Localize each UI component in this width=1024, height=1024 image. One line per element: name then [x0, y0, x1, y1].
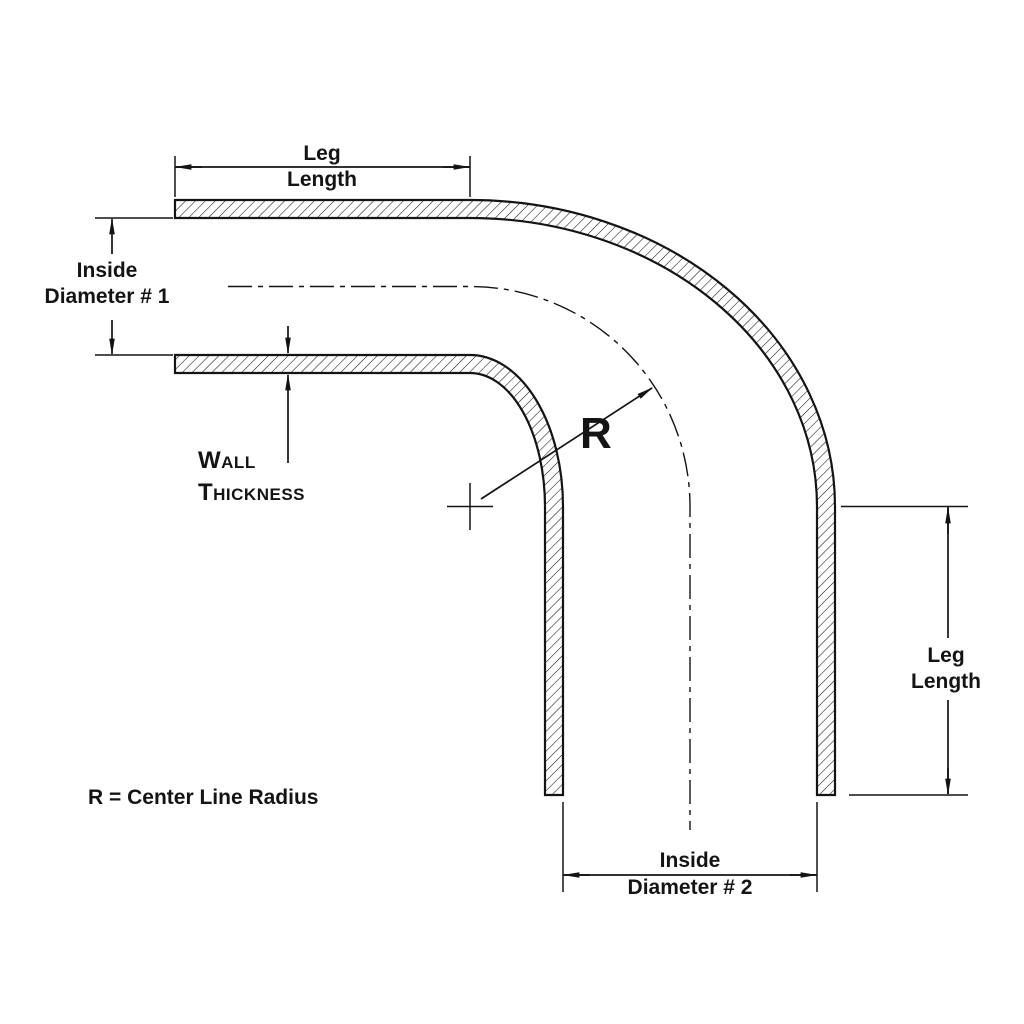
- elbow-inner-wall: [173, 353, 565, 797]
- leg-length-right-label-line1: Leg: [927, 644, 964, 667]
- radius-legend: R = Center Line Radius: [88, 786, 318, 809]
- dimension-inside-diameter-2: Inside Diameter # 2: [562, 802, 818, 899]
- dimension-leg-length-top: Leg Length: [174, 142, 471, 197]
- inside-diameter-2-label-line2: Diameter # 2: [628, 876, 753, 899]
- dimension-inside-diameter-1: Inside Diameter # 1: [45, 217, 173, 356]
- dimension-wall-thickness: Wall Thickness: [198, 326, 305, 506]
- wall-thickness-label-line2: Thickness: [198, 479, 305, 506]
- centerline: [228, 285, 691, 830]
- leg-length-top-label-line2: Length: [287, 168, 357, 191]
- radius-symbol-label: R: [580, 409, 612, 458]
- inside-diameter-1-label-line2: Diameter # 1: [45, 285, 170, 308]
- inside-diameter-2-label-line1: Inside: [660, 849, 721, 872]
- bend-center-mark: [447, 483, 493, 530]
- wall-thickness-label-line1: Wall: [198, 447, 256, 474]
- inside-diameter-1-label-line1: Inside: [77, 259, 138, 282]
- leg-length-top-label-line1: Leg: [303, 142, 340, 165]
- leg-length-right-label-line2: Length: [911, 670, 981, 693]
- elbow-outer-wall: [173, 198, 837, 797]
- radius-arrow: [480, 387, 654, 500]
- dimension-leg-length-right: Leg Length: [841, 505, 981, 796]
